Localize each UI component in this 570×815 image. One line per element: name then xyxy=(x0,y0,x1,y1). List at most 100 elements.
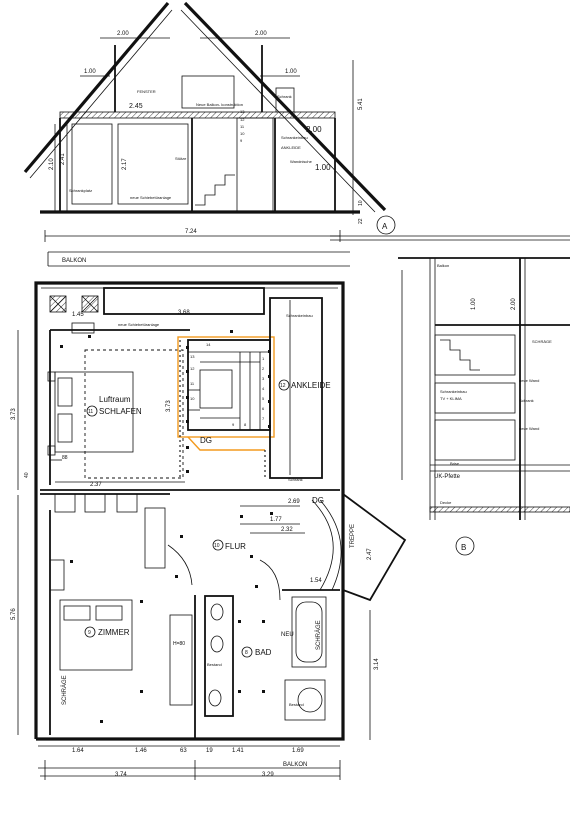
ankleide-a: ANKLEIDE xyxy=(281,145,301,150)
height-217: 2.17 xyxy=(122,158,128,170)
dim-bottom-169: 1.69 xyxy=(292,748,304,754)
dim-154: 1.54 xyxy=(310,578,322,584)
stair-num: 9 xyxy=(240,138,243,143)
brise-b: Brise xyxy=(450,461,460,466)
section-b: Balkon 1.00 2.00 SCHRÄGE neue Wand Schra… xyxy=(398,257,570,556)
dim-200-a: 2.00 xyxy=(306,125,322,134)
dim-bottom-329: 3.29 xyxy=(262,772,274,778)
schrage-b: SCHRÄGE xyxy=(532,339,552,344)
plan-stair-numbers: 1 2 3 4 5 6 7 8 9 10 11 12 13 14 xyxy=(190,342,265,427)
bestand-label: Bestand xyxy=(207,662,222,667)
dg-label-1: DG xyxy=(200,436,212,445)
dim-bottom-146: 1.46 xyxy=(135,748,147,754)
section-label-b: B xyxy=(461,543,466,552)
room-10-number: 10 xyxy=(214,543,220,549)
ceiling-lamps xyxy=(60,330,273,723)
plan-stair-num: 5 xyxy=(262,396,265,401)
b-note-1: neue Wand xyxy=(519,378,539,383)
plan-stair-num: 9 xyxy=(232,422,235,427)
room-11-number: 11 xyxy=(88,409,93,415)
plan-stair-num: 7 xyxy=(262,416,265,421)
dim-200-b: 2.00 xyxy=(511,298,517,310)
plan-stair-num: 3 xyxy=(262,376,265,381)
room-8-name: BAD xyxy=(255,648,272,657)
plan-stair-num: 4 xyxy=(262,386,265,391)
plan-stair-num: 8 xyxy=(244,422,247,427)
small-dim-10: 10 xyxy=(358,200,364,206)
room-10-name: FLUR xyxy=(225,542,246,551)
room-8-number: 8 xyxy=(245,650,248,656)
dim-247: 2.47 xyxy=(367,548,373,560)
dim-a-side-2: 1.00 xyxy=(285,69,297,75)
schrankeinbau-a: Schrankeinbau xyxy=(281,135,308,140)
section-label-a: A xyxy=(382,222,388,231)
dim-100-a: 1.00 xyxy=(315,163,331,172)
b-note-2: Schrank xyxy=(519,398,534,403)
room-9-number: 9 xyxy=(88,630,91,636)
room-12-name: ANKLEIDE xyxy=(291,381,331,390)
dim-40: 40 xyxy=(24,472,30,478)
neue-schiebeturanlage-plan: neue Schiebetüranlage xyxy=(118,322,160,327)
balkon-b: Balkon xyxy=(437,263,449,268)
dim-bottom-164: 1.64 xyxy=(72,748,84,754)
schrank-top-label: Schrank xyxy=(277,94,292,99)
dim-88: 88 xyxy=(62,455,68,461)
plan-stair-num: 2 xyxy=(262,366,265,371)
dim-245: 2.45 xyxy=(129,103,143,110)
dim-a-top-2: 2.00 xyxy=(255,31,267,37)
balkon-bottom-label: BALKON xyxy=(283,762,307,768)
dim-bottom-141: 1.41 xyxy=(232,748,244,754)
decke-b: Decke xyxy=(440,500,452,505)
fenster-label: FENSTER xyxy=(137,89,156,94)
balkon-top-label: BALKON xyxy=(62,258,86,264)
stair-num: 11 xyxy=(240,124,245,129)
dim-177: 1.77 xyxy=(270,517,282,523)
treppe-label: TREPPE xyxy=(350,524,356,548)
stair-num: 12 xyxy=(240,117,245,122)
dim-314: 3.14 xyxy=(374,658,380,670)
small-dim-22: 22 xyxy=(358,218,364,224)
room-12-number: 12 xyxy=(280,383,286,389)
dim-373-left: 3.73 xyxy=(11,408,17,420)
section-a-stair-numbers: 13 12 11 10 9 xyxy=(240,109,245,143)
dim-total-a: 7.24 xyxy=(185,229,197,235)
schrankplatz-a: Schrankplatz xyxy=(69,188,92,193)
dim-373-mid: 3.73 xyxy=(166,400,172,412)
dim-232: 2.32 xyxy=(281,527,293,533)
room-11-name: SCHLAFEN xyxy=(99,407,142,416)
h80-label: H=80 xyxy=(173,641,185,647)
dim-100-b: 1.00 xyxy=(471,298,477,310)
dim-576: 5.76 xyxy=(11,608,17,620)
schrankeinbau-plan: Schrankeinbau xyxy=(286,313,313,318)
stair-num: 13 xyxy=(240,109,245,114)
stair-num: 10 xyxy=(240,131,245,136)
plan-stair-num: 14 xyxy=(206,342,211,347)
stutze-a: Stütze xyxy=(175,156,187,161)
dim-a-side-1: 1.00 xyxy=(84,69,96,75)
dim-269: 2.69 xyxy=(288,499,300,505)
plan-stair-num: 1 xyxy=(262,356,265,361)
schrage-bath: SCHRÄGE xyxy=(315,620,322,650)
height-241: 2.41 xyxy=(60,153,66,165)
neue-schiebeturanlage-a: neue Schiebetüranlage xyxy=(130,195,172,200)
wandnische-a: Wandnische xyxy=(290,159,313,164)
plan-stair-num: 11 xyxy=(190,381,195,386)
floor-plan: 1.45 3.68 neue Schiebetüranlage Luftraum… xyxy=(11,281,407,780)
neue-balkonkonstruktion: Neue Balkon- konstruktion xyxy=(196,102,243,107)
b-note-3: neue Wand xyxy=(519,426,539,431)
plan-stair-num: 6 xyxy=(262,406,265,411)
dim-bottom-374: 3.74 xyxy=(115,772,127,778)
dim-bottom-63: 63 xyxy=(180,748,187,754)
room-9-name: ZIMMER xyxy=(98,628,130,637)
height-541: 5.41 xyxy=(358,98,364,110)
dim-bottom-19: 19 xyxy=(206,748,213,754)
neu-label: NEU xyxy=(281,632,294,638)
dim-145: 1.45 xyxy=(72,312,84,318)
uk-pfette-b: UK-Pfette xyxy=(434,474,461,480)
dg-label-2: DG xyxy=(312,496,324,505)
schrage-left: SCHRÄGE xyxy=(61,675,68,705)
dim-a-top-1: 2.00 xyxy=(117,31,129,37)
dim-368: 3.68 xyxy=(178,310,190,316)
luftraum-label: Luftraum xyxy=(99,395,131,404)
